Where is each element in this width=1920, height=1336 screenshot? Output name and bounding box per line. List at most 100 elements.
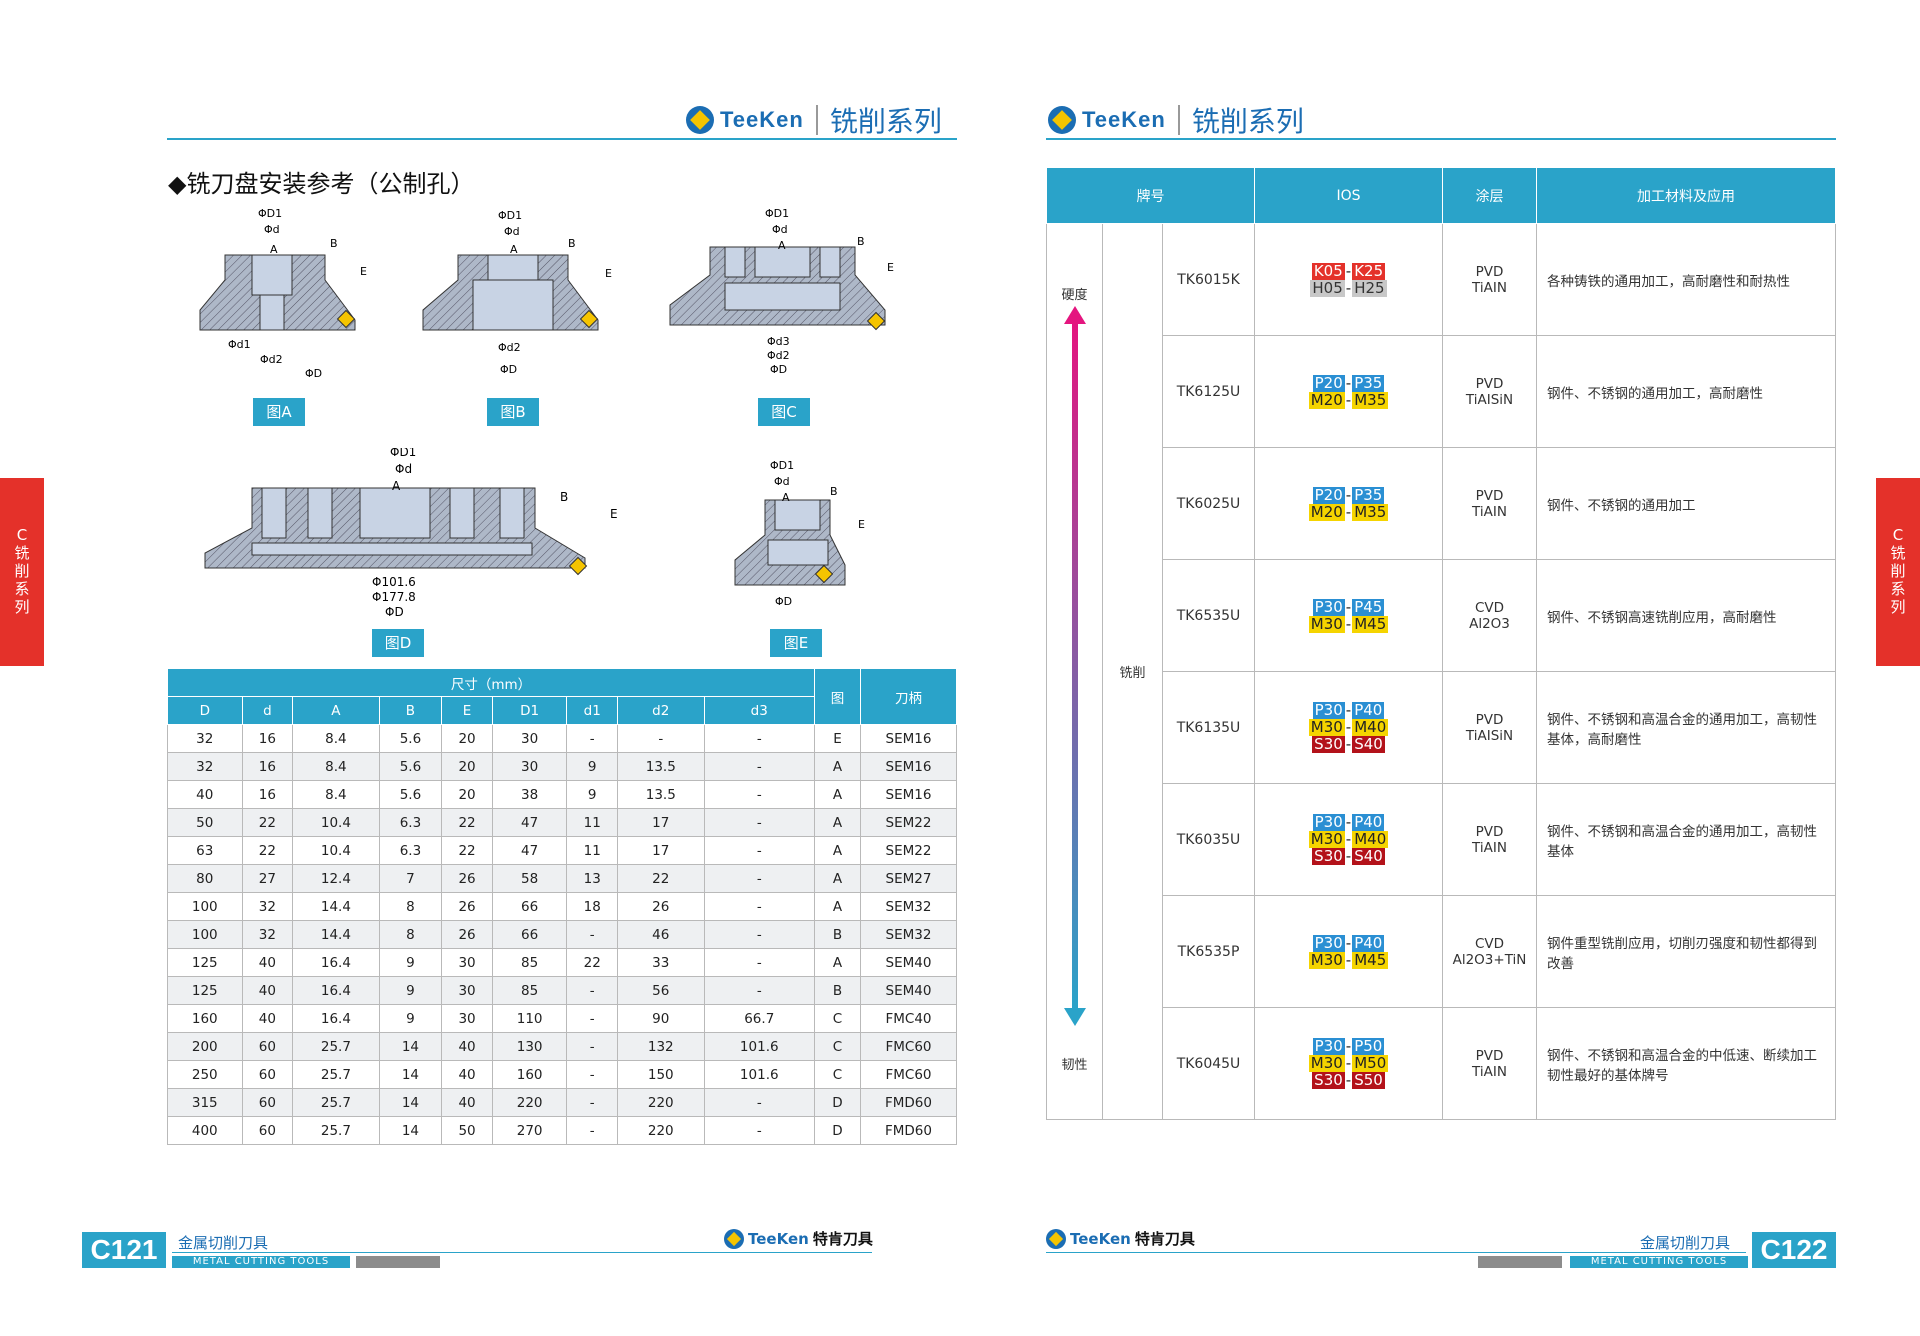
table-cell: 30 bbox=[491, 752, 568, 781]
hardness-toughness-axis: 硬度韧性 bbox=[1046, 223, 1103, 1120]
table-cell: B bbox=[814, 920, 861, 949]
dim-col-header: d2 bbox=[617, 696, 705, 725]
table-cell: 27 bbox=[241, 864, 294, 893]
dim-col-header: D1 bbox=[491, 696, 568, 725]
table-cell: 47 bbox=[491, 836, 568, 865]
svg-text:Φd1: Φd1 bbox=[228, 338, 251, 351]
svg-text:Φd3: Φd3 bbox=[767, 335, 790, 348]
table-cell: D bbox=[814, 1088, 861, 1117]
table-cell: 16.4 bbox=[292, 1004, 380, 1033]
table-cell: 125 bbox=[167, 976, 243, 1005]
svg-text:Φd2: Φd2 bbox=[260, 353, 283, 366]
table-cell: 5.6 bbox=[378, 724, 443, 753]
table-cell: 22 bbox=[241, 836, 294, 865]
svg-text:Φd: Φd bbox=[774, 475, 790, 488]
grade-name: TK6025U bbox=[1162, 447, 1255, 560]
svg-text:Φ177.8: Φ177.8 bbox=[372, 590, 416, 604]
table-cell: - bbox=[566, 1116, 619, 1145]
table-cell: 14 bbox=[378, 1088, 443, 1117]
table-cell: - bbox=[703, 976, 815, 1005]
left-header: TeeKen 铣削系列 bbox=[686, 100, 942, 140]
table-cell: C bbox=[814, 1004, 861, 1033]
application: 钢件重型铣削应用，切削刃强度和韧性都得到改善 bbox=[1536, 895, 1836, 1008]
table-cell: 9 bbox=[566, 752, 619, 781]
table-cell: 14.4 bbox=[292, 892, 380, 921]
svg-text:ΦD1: ΦD1 bbox=[765, 207, 789, 220]
table-cell: - bbox=[566, 1004, 619, 1033]
table-cell: 25.7 bbox=[292, 1116, 380, 1145]
table-cell: 110 bbox=[491, 1004, 568, 1033]
table-cell: 47 bbox=[491, 808, 568, 837]
table-cell: - bbox=[566, 920, 619, 949]
table-cell: 22 bbox=[241, 808, 294, 837]
table-cell: 8 bbox=[378, 920, 443, 949]
table-cell: SEM16 bbox=[860, 752, 957, 781]
table-cell: A bbox=[814, 836, 861, 865]
figure-c-label: 图C bbox=[758, 398, 810, 426]
table-cell: 22 bbox=[566, 948, 619, 977]
table-cell: 16.4 bbox=[292, 948, 380, 977]
svg-text:A: A bbox=[510, 243, 518, 256]
table-cell: - bbox=[703, 752, 815, 781]
section-title: ◆铣刀盘安装参考（公制孔） bbox=[168, 170, 475, 198]
table-cell: 16 bbox=[241, 724, 294, 753]
grade-name: TK6015K bbox=[1162, 223, 1255, 336]
dim-col-header: D bbox=[167, 696, 243, 725]
dim-group-header: 尺寸（mm） bbox=[167, 668, 815, 697]
dim-col-header: d3 bbox=[703, 696, 815, 725]
application: 钢件、不锈钢和高温合金的通用加工，高韧性基体 bbox=[1536, 783, 1836, 896]
svg-text:ΦD: ΦD bbox=[770, 363, 787, 376]
svg-text:ΦD: ΦD bbox=[305, 367, 322, 380]
table-cell: 40 bbox=[241, 1004, 294, 1033]
dim-col-header: B bbox=[378, 696, 443, 725]
table-cell: 315 bbox=[167, 1088, 243, 1117]
table-cell: 32 bbox=[167, 752, 243, 781]
table-cell: 8 bbox=[378, 892, 443, 921]
table-cell: 46 bbox=[617, 920, 705, 949]
table-cell: 30 bbox=[441, 1004, 493, 1033]
dim-col-header: A bbox=[292, 696, 380, 725]
table-cell: 8.4 bbox=[292, 780, 380, 809]
table-cell: 66 bbox=[491, 892, 568, 921]
table-cell: 14 bbox=[378, 1116, 443, 1145]
svg-text:ΦD: ΦD bbox=[385, 605, 404, 619]
table-cell: FMC60 bbox=[860, 1032, 957, 1061]
table-cell: 14.4 bbox=[292, 920, 380, 949]
table-cell: 100 bbox=[167, 892, 243, 921]
table-cell: 270 bbox=[491, 1116, 568, 1145]
table-cell: 200 bbox=[167, 1032, 243, 1061]
table-cell: 9 bbox=[378, 976, 443, 1005]
table-cell: 58 bbox=[491, 864, 568, 893]
table-cell: A bbox=[814, 808, 861, 837]
table-cell: 40 bbox=[441, 1032, 493, 1061]
table-cell: 5.6 bbox=[378, 780, 443, 809]
table-cell: 30 bbox=[491, 724, 568, 753]
table-cell: 7 bbox=[378, 864, 443, 893]
table-cell: 132 bbox=[617, 1032, 705, 1061]
svg-text:Φd2: Φd2 bbox=[498, 341, 521, 354]
svg-text:Φ101.6: Φ101.6 bbox=[372, 575, 416, 589]
table-cell: SEM32 bbox=[860, 892, 957, 921]
table-cell: 250 bbox=[167, 1060, 243, 1089]
application: 各种铸铁的通用加工，高耐磨性和耐热性 bbox=[1536, 223, 1836, 336]
table-cell: 22 bbox=[441, 808, 493, 837]
table-cell: C bbox=[814, 1032, 861, 1061]
figure-b-label: 图B bbox=[487, 398, 539, 426]
table-cell: 60 bbox=[241, 1032, 294, 1061]
table-cell: A bbox=[814, 948, 861, 977]
